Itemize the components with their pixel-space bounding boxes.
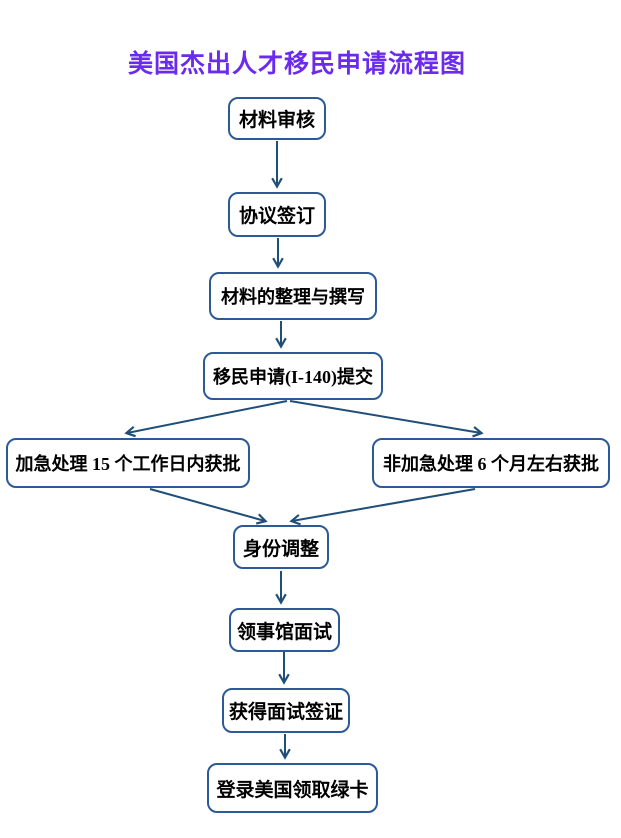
node-consulate-interview-label: 领事馆面试: [236, 621, 332, 643]
node-agreement-signing: 协议签订: [228, 192, 326, 237]
node-material-writing-label: 材料的整理与撰写: [221, 287, 365, 307]
page-title: 美国杰出人才移民申请流程图: [127, 50, 466, 78]
arrow-i140-to-premium: [124, 400, 288, 438]
node-interview-visa: 获得面试签证: [222, 688, 350, 733]
node-status-adjustment-label: 身份调整: [242, 538, 319, 560]
arrow-premium-to-status: [149, 488, 268, 525]
node-material-review-label: 材料审核: [238, 110, 315, 131]
node-premium-processing-label: 加急处理 15 个工作日内获批: [15, 454, 241, 474]
node-agreement-signing-label: 协议签订: [238, 206, 315, 227]
node-i140-submission: 移民申请(I-140)提交: [203, 352, 383, 400]
node-material-review: 材料审核: [228, 97, 326, 140]
node-i140-submission-label: 移民申请(I-140)提交: [213, 367, 373, 387]
arrow-i140-to-regular: [289, 400, 484, 438]
node-interview-visa-label: 获得面试签证: [228, 702, 343, 723]
node-consulate-interview: 领事馆面试: [229, 608, 340, 652]
node-green-card: 登录美国领取绿卡: [207, 763, 378, 813]
node-premium-processing: 加急处理 15 个工作日内获批: [6, 438, 250, 488]
node-regular-processing-label: 非加急处理 6 个月左右获批: [383, 454, 599, 474]
node-status-adjustment: 身份调整: [233, 525, 329, 569]
node-regular-processing: 非加急处理 6 个月左右获批: [372, 438, 610, 488]
node-material-writing: 材料的整理与撰写: [209, 272, 377, 320]
arrow-regular-to-status: [289, 488, 476, 526]
node-green-card-label: 登录美国领取绿卡: [216, 779, 369, 801]
